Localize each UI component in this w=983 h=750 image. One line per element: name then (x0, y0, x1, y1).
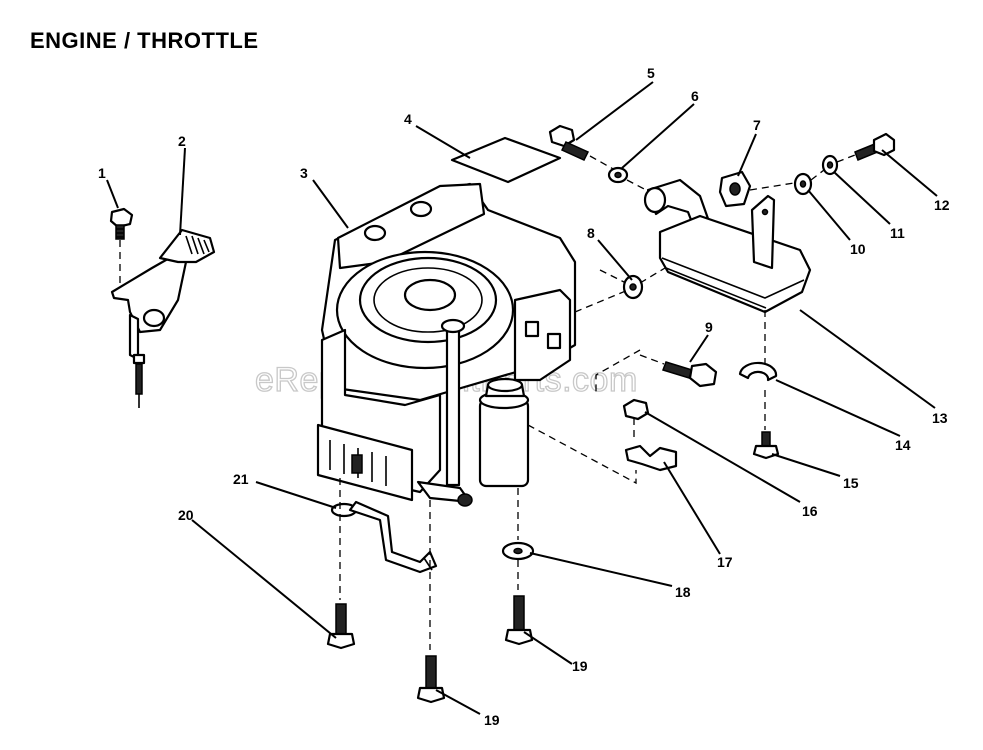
callout-14: 14 (895, 437, 911, 453)
callout-21: 21 (233, 471, 249, 487)
callout-5: 5 (647, 65, 655, 81)
callout-4: 4 (404, 111, 412, 127)
callout-11: 11 (890, 225, 905, 241)
callout-12: 12 (934, 197, 950, 213)
callout-8: 8 (587, 225, 595, 241)
diagram-title: ENGINE / THROTTLE (30, 28, 259, 53)
callout-9: 9 (705, 319, 713, 335)
callout-15: 15 (843, 475, 859, 491)
callout-13: 13 (932, 410, 948, 426)
callout-3: 3 (300, 165, 308, 181)
callout-20: 20 (178, 507, 194, 523)
muffler-assembly (548, 124, 896, 314)
callout-10: 10 (850, 241, 866, 257)
engine-mounting-hardware (326, 478, 535, 704)
engine-block (316, 182, 577, 507)
callout-2: 2 (178, 133, 186, 149)
engine-decal (450, 136, 562, 184)
callout-19-lower: 19 (484, 712, 500, 728)
callout-7: 7 (753, 117, 761, 133)
callout-6: 6 (691, 88, 699, 104)
callout-18: 18 (675, 584, 691, 600)
throttle-control-assembly (109, 207, 216, 408)
callout-17: 17 (717, 554, 733, 570)
leader-lines (106, 81, 938, 715)
callout-16: 16 (802, 503, 818, 519)
callout-labels: 1 2 3 4 5 6 7 8 9 10 11 12 13 14 15 16 1… (98, 65, 950, 728)
callout-19: 19 (572, 658, 588, 674)
callout-1: 1 (98, 165, 106, 181)
